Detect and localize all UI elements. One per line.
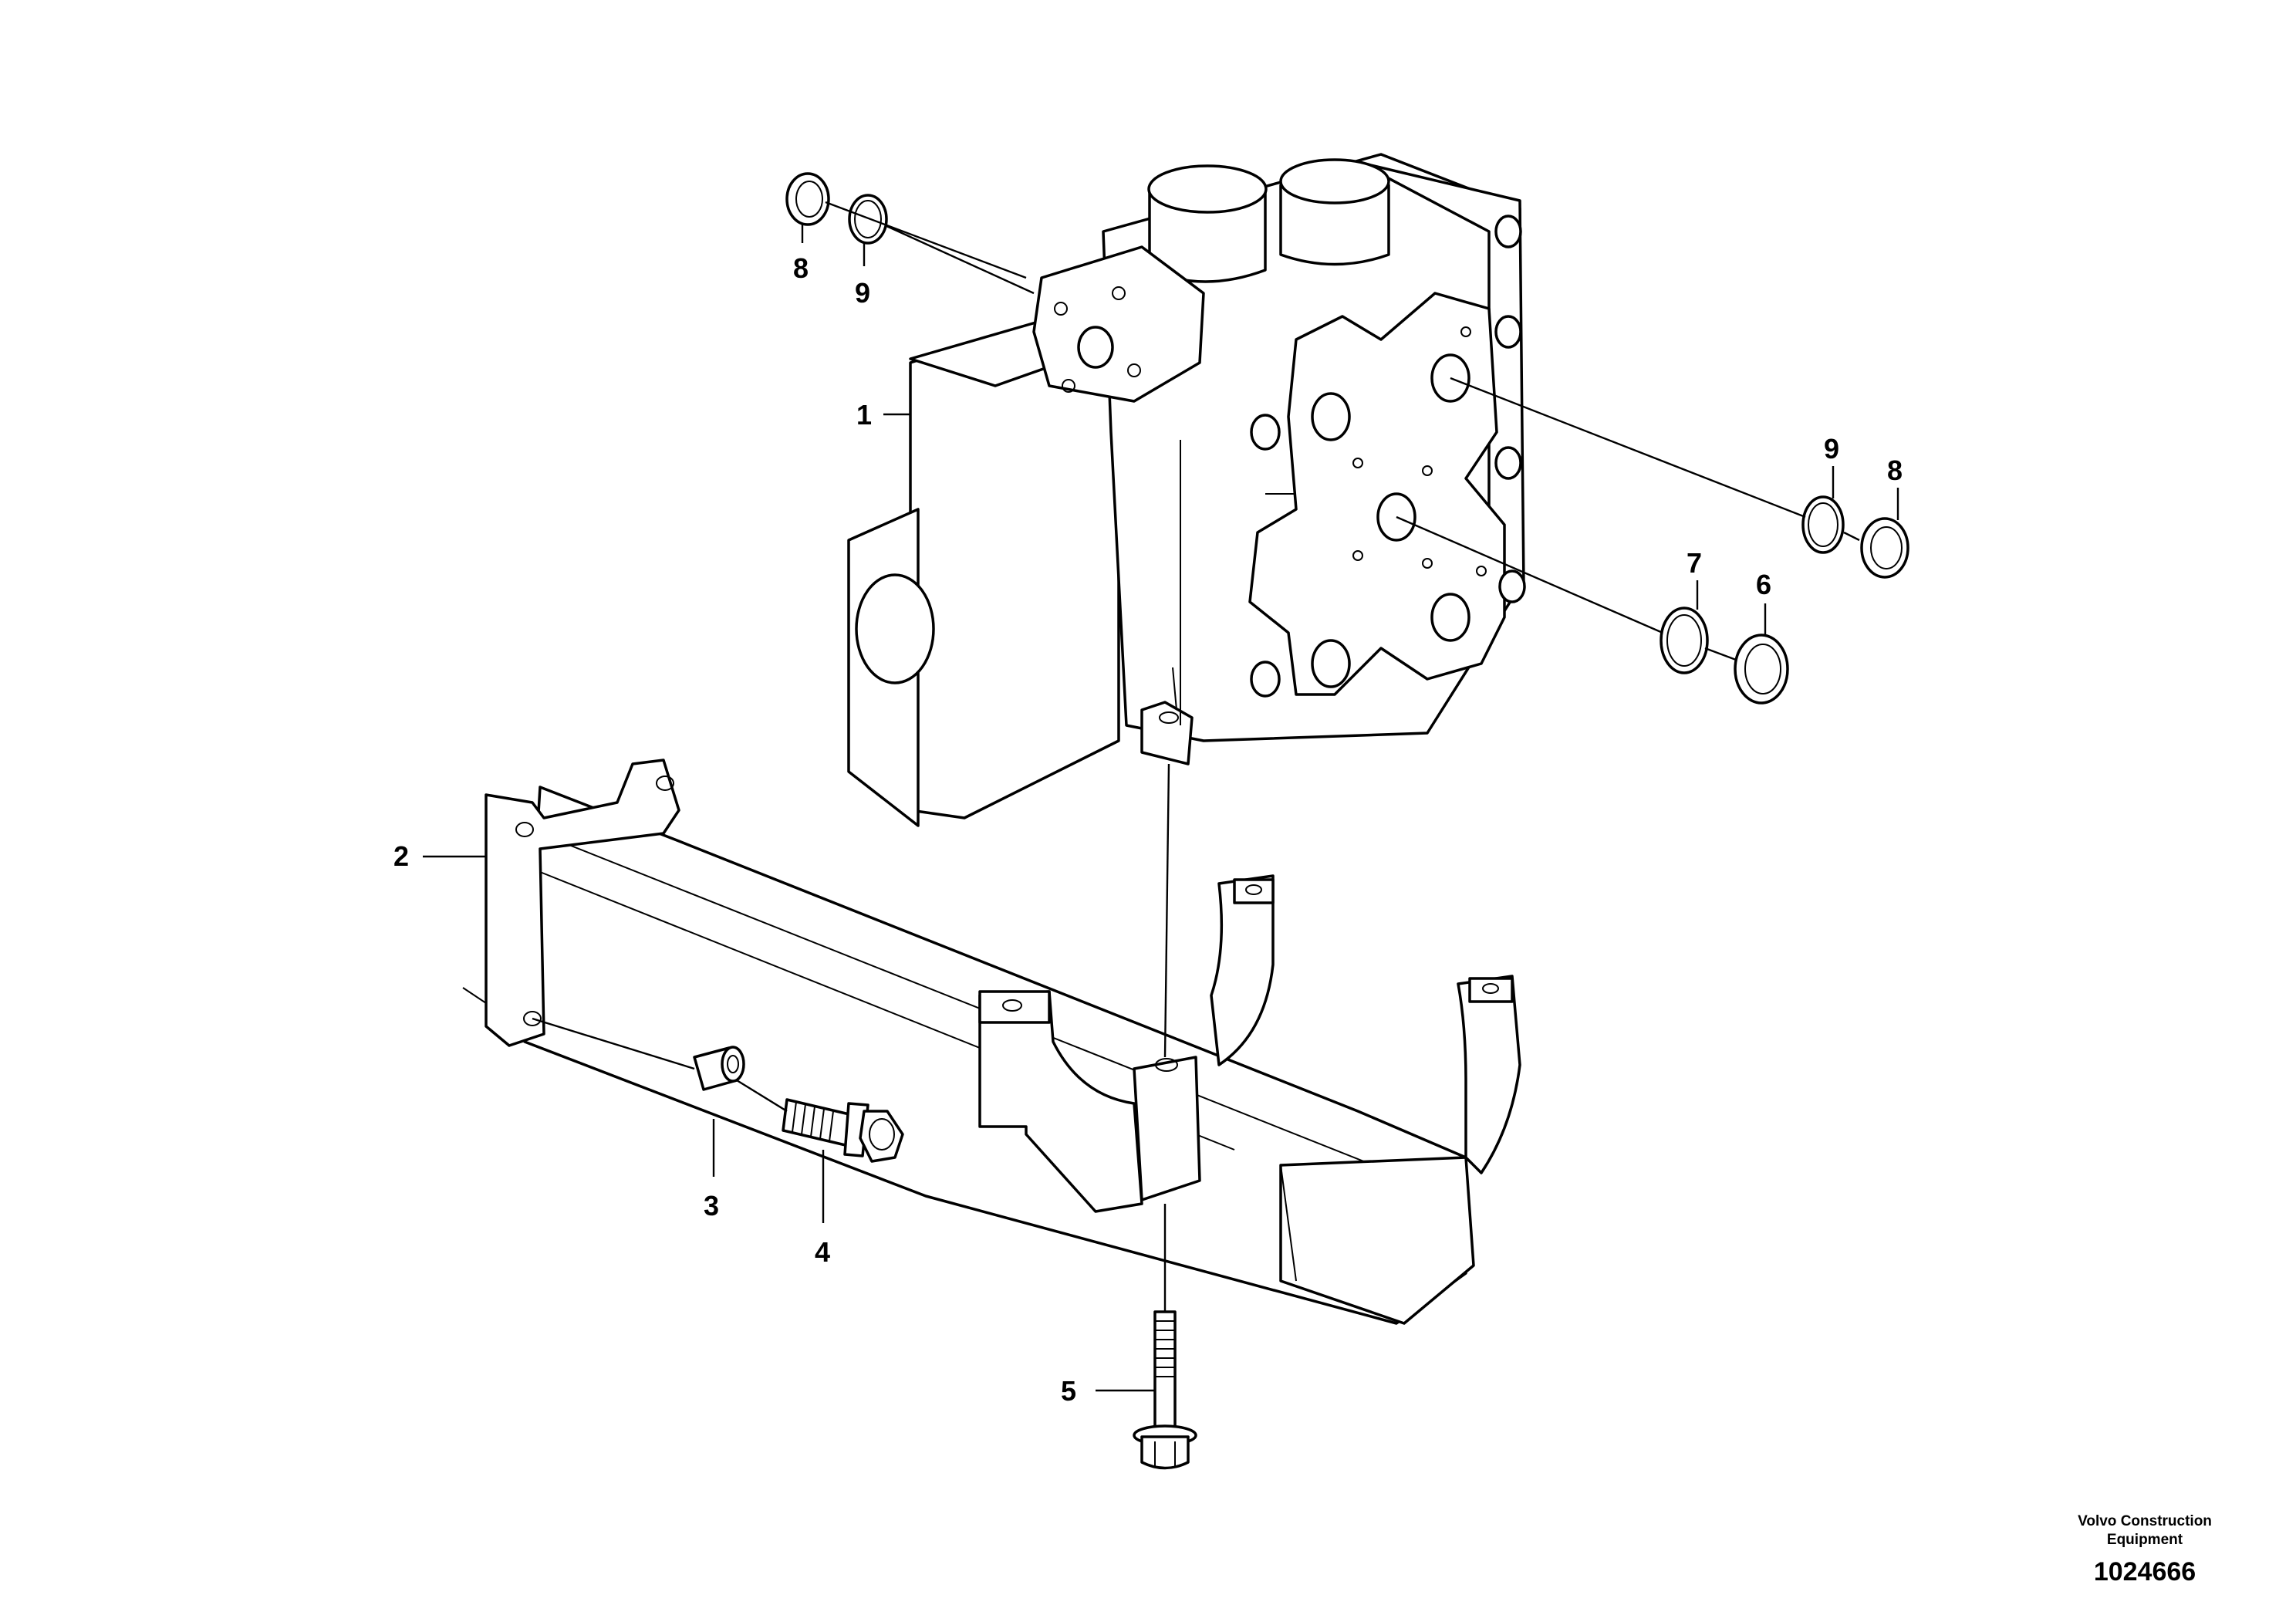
manufacturer-caption: Volvo Construction Equipment [2060, 1512, 2230, 1549]
o-ring-9-right [1801, 495, 1845, 554]
callout-8-right: 8 [1887, 454, 1903, 486]
callout-9-upper: 9 [855, 277, 870, 309]
callout-2: 2 [393, 840, 409, 872]
callout-8-upper: 8 [793, 252, 809, 284]
callout-7: 7 [1687, 547, 1702, 579]
seal-ring-8-right [1860, 517, 1909, 579]
manufacturer-line-2: Equipment [2106, 1532, 2183, 1548]
seal-ring-6 [1734, 634, 1789, 705]
bracket-part-2 [462, 759, 1521, 1325]
callout-9-right: 9 [1824, 433, 1839, 465]
callout-5: 5 [1061, 1375, 1076, 1407]
callout-1: 1 [856, 399, 872, 431]
valve-block-part-1 [847, 153, 1526, 827]
drawing-number: 1024666 [2093, 1557, 2196, 1587]
callout-3: 3 [704, 1190, 719, 1222]
seal-ring-8-upper [785, 172, 830, 226]
callout-leaders [423, 224, 1899, 1392]
manufacturer-line-1: Volvo Construction [2078, 1513, 2212, 1529]
o-ring-7 [1660, 607, 1709, 674]
assembly-lines [532, 201, 1860, 1312]
callout-6: 6 [1756, 569, 1771, 600]
callout-4: 4 [815, 1236, 830, 1268]
flange-bolt-4 [782, 1098, 904, 1163]
callout-labels: 1 2 3 4 5 8 9 9 8 7 6 [393, 252, 1903, 1407]
